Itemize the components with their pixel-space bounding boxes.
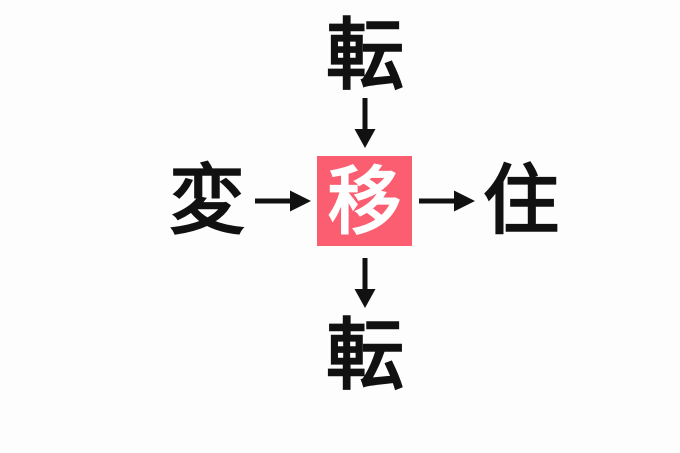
kanji-center-highlight: 移	[317, 156, 412, 246]
kanji-center-glyph: 移	[327, 159, 402, 245]
arrow-right-left-icon	[254, 178, 312, 224]
arrow-right-right-icon	[418, 178, 476, 224]
arrow-down-bottom-icon	[344, 258, 386, 308]
kanji-right: 住	[483, 156, 559, 245]
kanji-top: 転	[325, 11, 404, 101]
kanji-bottom: 転	[325, 311, 404, 401]
kanji-left: 変	[169, 156, 245, 245]
arrow-down-top-icon	[344, 98, 386, 148]
